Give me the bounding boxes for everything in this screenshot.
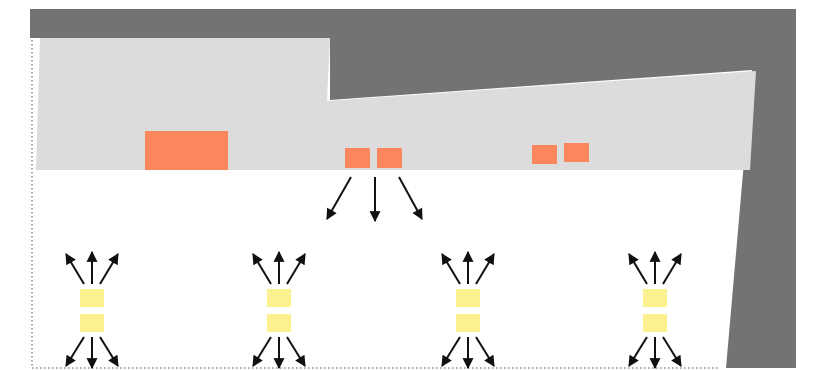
heat-sources [145, 131, 589, 170]
flow-arrows-center [326, 176, 423, 223]
fixture-2-arrow-up-left [252, 253, 272, 285]
fixture-1-arrow-up-right [99, 253, 119, 285]
fixture-1-bottom [80, 314, 104, 332]
fixture-3-arrow-up-left [441, 253, 461, 285]
fixture-3-arrow-down-right [475, 336, 495, 367]
heat-source-right-right [564, 143, 589, 162]
fixture-2-arrow-up-right [286, 253, 306, 285]
arrow-down-right [398, 176, 423, 220]
fixture-1-top [80, 289, 104, 307]
fixture-3-arrow-up-right [475, 253, 495, 285]
fixture-1-arrow-down-left [65, 336, 85, 367]
fixture-3-arrow-down-left [441, 336, 461, 367]
fixture-4-arrow-down-right [662, 336, 682, 367]
arrow-down-left [326, 176, 352, 220]
fixture-4 [628, 250, 682, 370]
heat-source-center-left [345, 148, 370, 168]
fixture-4-bottom [643, 314, 667, 332]
fixture-1-arrow-up-left [65, 253, 85, 285]
fixture-2 [252, 250, 306, 370]
fixture-2-bottom [267, 314, 291, 332]
fixture-1-arrow-down-right [99, 336, 119, 367]
dotted-boundary [31, 40, 720, 369]
fixture-4-arrow-up-right [662, 253, 682, 285]
wall-region [30, 9, 796, 368]
heat-source-large [145, 131, 228, 170]
heat-source-right-left [532, 145, 557, 164]
fixture-2-arrow-down-left [252, 336, 272, 367]
heat-source-center-right [377, 148, 402, 168]
fixture-1 [65, 250, 119, 370]
fixture-2-arrow-down-right [286, 336, 306, 367]
fixture-3-top [456, 289, 480, 307]
fixture-3-bottom [456, 314, 480, 332]
fixture-4-arrow-down-left [628, 336, 648, 367]
fixture-4-top [643, 289, 667, 307]
fixture-3 [441, 250, 495, 370]
fixture-4-arrow-up-left [628, 253, 648, 285]
fixture-2-top [267, 289, 291, 307]
